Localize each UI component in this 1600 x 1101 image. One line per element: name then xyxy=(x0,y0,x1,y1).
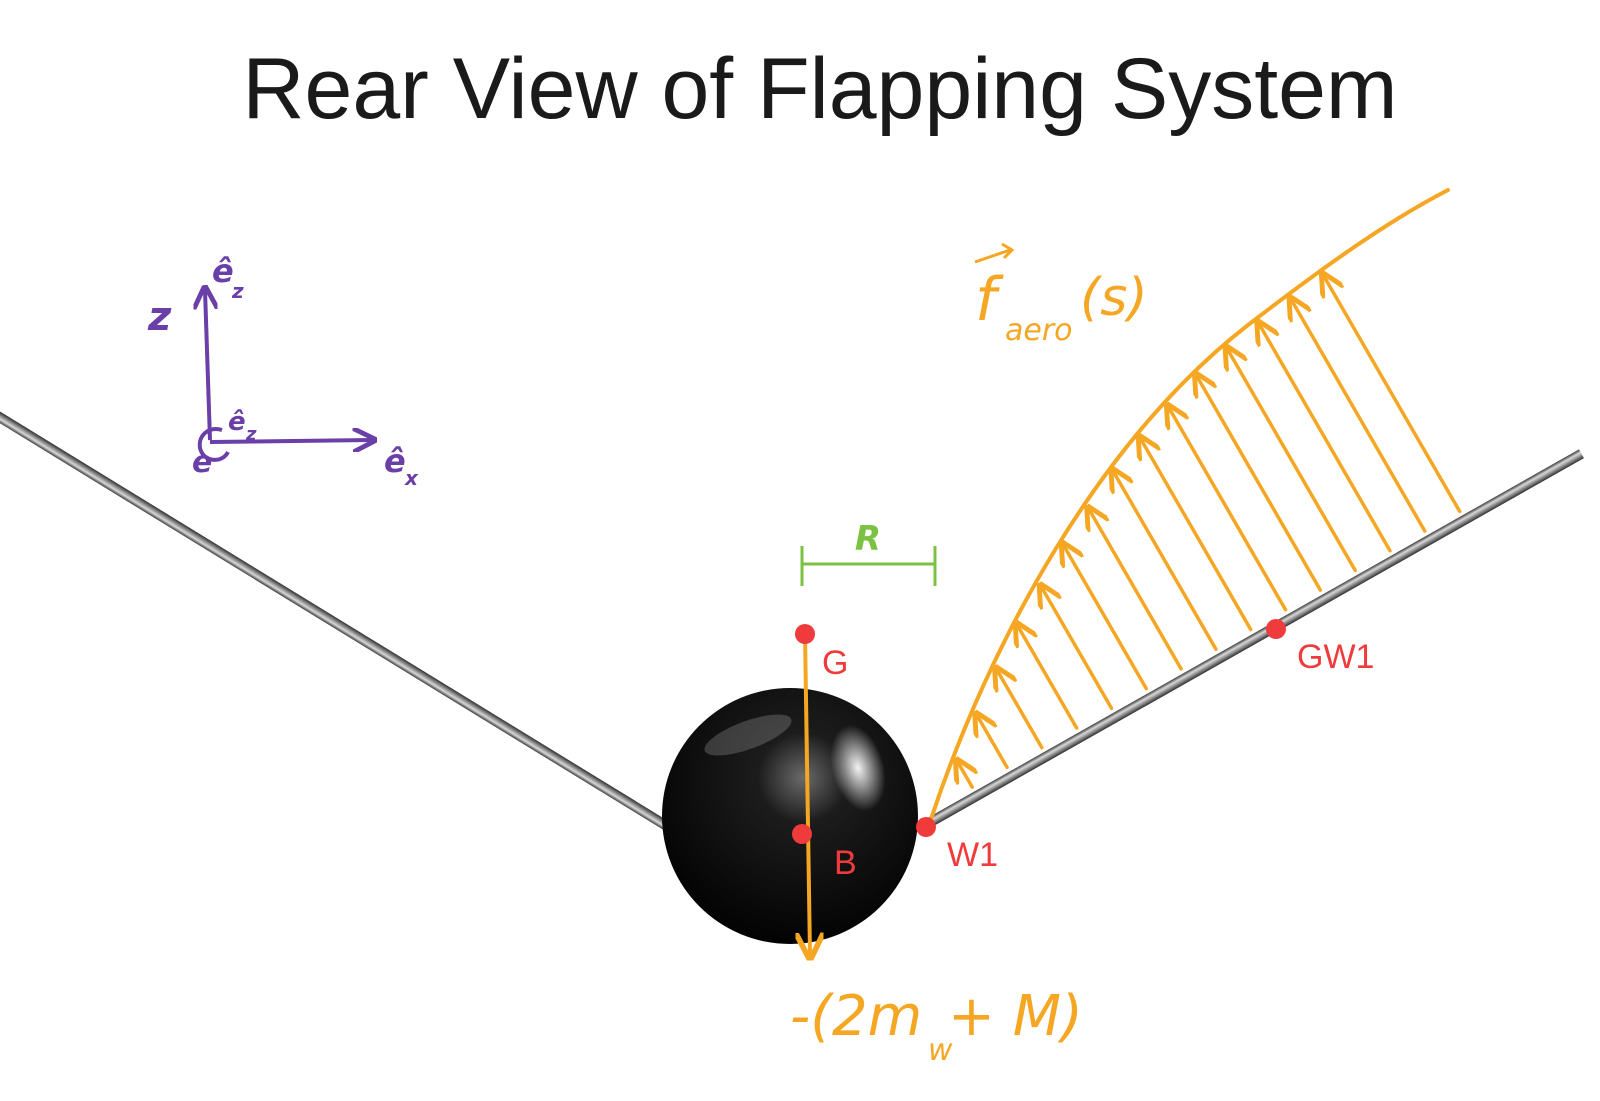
aero-force-arrow xyxy=(1169,407,1288,612)
aero-force-distribution xyxy=(928,188,1462,824)
aero-force-arrow xyxy=(1141,439,1253,632)
frame-ez-label: ê xyxy=(212,252,234,290)
gravity-prefix: -(2m xyxy=(790,984,922,1049)
coordinate-frame: z ê z ê z ê x e xyxy=(147,252,419,490)
aero-force-arrow xyxy=(997,670,1044,750)
point-gw1-label: GW1 xyxy=(1297,638,1374,676)
point-gw1 xyxy=(1266,619,1286,639)
point-g-label: G xyxy=(822,644,848,682)
point-g xyxy=(795,624,815,644)
gravity-subscript: w xyxy=(928,1033,953,1068)
aero-envelope-curve xyxy=(928,188,1450,824)
aero-force-label: f aero (s) xyxy=(974,242,1148,348)
aero-force-arrow xyxy=(1089,509,1183,671)
page-title: Rear View of Flapping System xyxy=(242,41,1397,137)
point-b-label: B xyxy=(834,844,857,882)
ey-out-of-page-icon xyxy=(197,427,230,462)
gravity-suffix: + M) xyxy=(948,984,1083,1049)
gravity-arrow xyxy=(805,633,810,955)
frame-ey-label: ê xyxy=(228,407,246,437)
point-w1 xyxy=(916,817,936,837)
body-sphere xyxy=(662,688,918,944)
aero-force-arrow xyxy=(1259,324,1392,553)
aero-force-arrow xyxy=(1291,300,1427,533)
right-wing-rod xyxy=(917,449,1584,833)
aero-force-arrows xyxy=(958,276,1462,789)
frame-ex-label: ê xyxy=(384,442,406,480)
frame-ey-subscript: z xyxy=(245,424,257,445)
aero-force-arrow xyxy=(1017,625,1079,730)
aero-subscript: aero xyxy=(1005,313,1073,348)
frame-ex-subscript: x xyxy=(404,466,419,490)
point-w1-label: W1 xyxy=(947,836,998,874)
aero-force-arrow xyxy=(1113,471,1218,651)
aero-argument: (s) xyxy=(1080,268,1148,328)
frame-origin-label: e xyxy=(192,445,212,480)
points xyxy=(792,619,1286,844)
aero-force-arrow xyxy=(1064,545,1149,691)
frame-ez-subscript: z xyxy=(231,279,244,303)
aero-force-arrow xyxy=(1197,376,1323,592)
ez-axis xyxy=(205,290,210,441)
ex-axis xyxy=(209,440,372,442)
dimension-r-label: R xyxy=(855,519,881,559)
point-b xyxy=(792,824,812,844)
left-wing-rod xyxy=(0,405,673,833)
aero-force-arrow xyxy=(1324,276,1462,514)
aero-force-arrow xyxy=(1041,587,1114,711)
sphere-highlight xyxy=(830,724,886,812)
aero-force-arrow xyxy=(977,715,1009,770)
gravity-label: -(2m w + M) xyxy=(790,984,1083,1068)
dimension-r xyxy=(800,546,937,586)
frame-z-label: z xyxy=(147,294,172,340)
aero-f: f xyxy=(975,265,1004,335)
aero-force-arrow xyxy=(958,762,973,789)
aero-force-arrow xyxy=(1227,349,1357,573)
gravity-force xyxy=(805,633,810,955)
